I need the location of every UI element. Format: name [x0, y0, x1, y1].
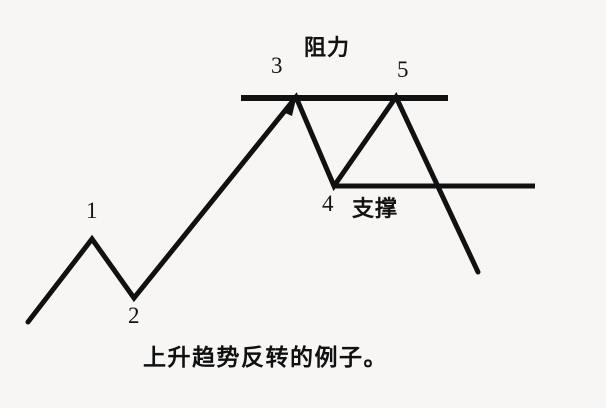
point-label-3: 3 — [271, 53, 283, 78]
diagram-caption: 上升趋势反转的例子。 — [143, 345, 388, 371]
price-path — [25, 92, 481, 325]
uptrend-arrow-icon — [283, 99, 296, 116]
point-label-1: 1 — [86, 198, 98, 223]
support-label: 支撑 — [352, 197, 399, 222]
point-label-5: 5 — [397, 57, 409, 82]
point-label-2: 2 — [128, 303, 140, 328]
resistance-label: 阻力 — [304, 36, 351, 61]
point-label-4: 4 — [322, 191, 334, 216]
